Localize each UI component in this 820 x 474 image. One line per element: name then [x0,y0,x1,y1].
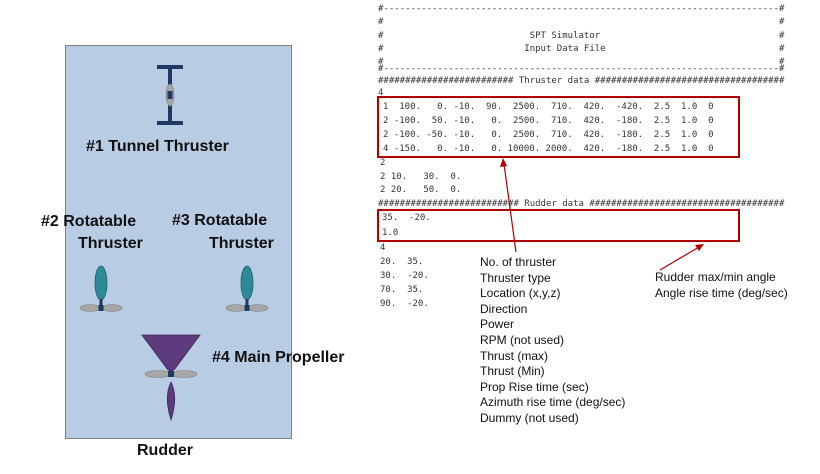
code-line: # # [378,57,785,67]
rotatable-thruster-2-icon [79,265,123,312]
thruster-data-highlight [377,96,740,158]
code-line: 2 -100. -50. -10. 0. 2500. 710. 420. -18… [383,130,714,140]
code-line: 2 [380,158,386,168]
code-line: ######################### Thruster data … [378,76,785,86]
code-line: 2 -100. 50. -10. 0. 2500. 710. 420. -180… [383,116,714,126]
rudder-field-label: Angle rise time (deg/sec) [655,285,788,300]
rotatable-thruster-2-label-line2: Thruster [78,235,143,252]
rudder-label: Rudder [137,442,193,459]
thruster-field-label: Thruster type [480,270,551,285]
code-line: # # [378,17,785,27]
rotatable-thruster-3-icon [225,265,269,312]
thruster-field-label: Dummy (not used) [480,411,579,425]
thruster-field-label: No. of thruster [480,255,557,269]
code-line: 4 [380,243,386,253]
thruster-field-label: Direction [480,301,528,316]
rotatable-thruster-3-label-line1: #3 Rotatable [172,212,268,229]
code-line: 1 100. 0. -10. 90. 2500. 710. 420. -420.… [383,102,714,112]
thruster-field-label: Power [480,317,515,332]
thruster-field-label: Thrust (max) [480,348,549,363]
code-line: 70. 35. [380,285,424,295]
code-line: 4 -150. 0. -10. 0. 10000. 2000. 420. -18… [383,144,714,154]
code-line: #---------------------------------------… [378,64,785,74]
code-line: 35. -20. [382,213,431,223]
thruster-field-label: Azimuth rise time (deg/sec) [480,395,626,410]
code-line: 2 20. 50. 0. [380,185,462,195]
code-line: 4 [378,88,384,98]
thruster-field-label: Thrust (Min) [480,364,545,379]
code-line: 90. -20. [380,299,429,309]
thruster-field-label: Prop Rise time (sec) [480,379,589,394]
code-line: # Input Data File # [378,44,785,54]
thruster-field-label: Location (x,y,z) [480,286,561,301]
rudder-data-highlight [377,209,740,242]
tunnel-thruster-label: #1 Tunnel Thruster [86,138,229,155]
rudder-icon [166,381,176,422]
tunnel-thruster-icon [157,65,183,125]
code-line: 1.0 [382,228,399,238]
code-line: 2 10. 30. 0. [380,172,462,182]
code-line: 20. 35. [380,257,424,267]
code-line: ########################## Rudder data #… [378,199,785,209]
rotatable-thruster-2-label-line1: #2 Rotatable [41,213,137,230]
code-line: 30. -20. [380,271,429,281]
rotatable-thruster-3-label-line2: Thruster [209,235,274,252]
main-propeller-icon [141,334,201,422]
code-line: #---------------------------------------… [378,4,785,14]
code-line: # SPT Simulator # [378,31,785,41]
thruster-field-label: RPM (not used) [480,333,565,347]
main-propeller-label: #4 Main Propeller [212,349,345,366]
rudder-field-label: Rudder max/min angle [655,270,776,284]
